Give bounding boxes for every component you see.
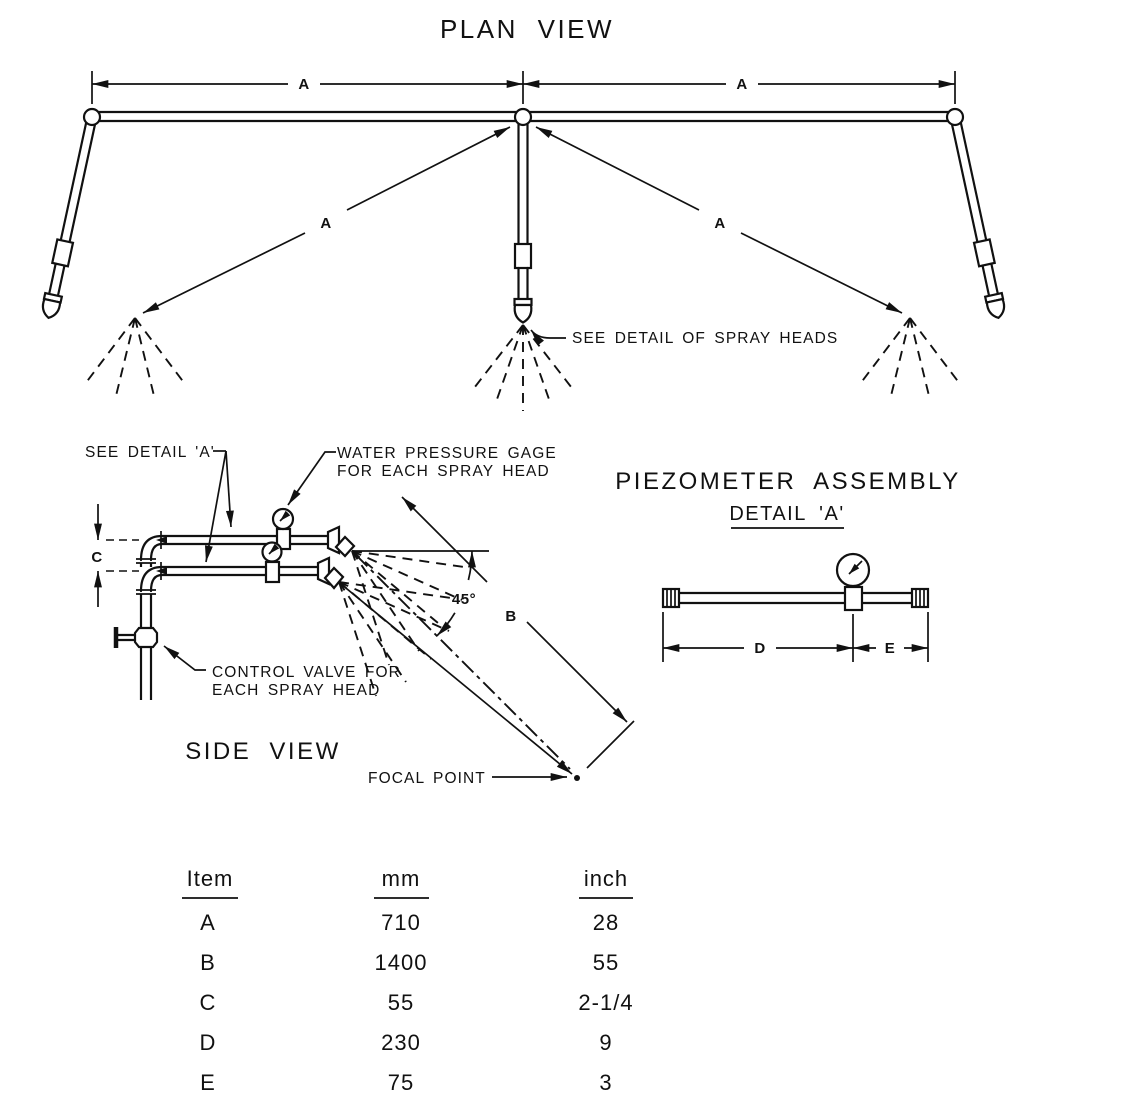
spray-geometry: B 45°: [338, 496, 635, 781]
gage-note-line1: WATER PRESSURE GAGE: [337, 445, 557, 462]
dim-d-e-group: D E: [662, 612, 929, 662]
detail-ref-note-text: SEE DETAIL 'A': [85, 444, 215, 461]
table-row: E 75 3: [200, 1070, 612, 1095]
side-spray-head-lower: [316, 556, 345, 590]
gage-note: WATER PRESSURE GAGE FOR EACH SPRAY HEAD: [287, 445, 557, 506]
cell-inch: 2-1/4: [578, 990, 633, 1015]
spray-head-note-text: SEE DETAIL OF SPRAY HEADS: [572, 330, 838, 347]
table-header-inch: inch: [584, 866, 628, 891]
cell-item: E: [200, 1070, 216, 1095]
cell-inch: 55: [593, 950, 619, 975]
table-row: C 55 2-1/4: [200, 990, 633, 1015]
dim-a-top-right: A: [736, 76, 747, 93]
tee-joint-left: [82, 107, 102, 127]
cell-mm: 230: [381, 1030, 421, 1055]
spray-head-note: SEE DETAIL OF SPRAY HEADS: [530, 329, 838, 347]
spray-fan-left: [84, 317, 186, 401]
pressure-gage-lower: [261, 541, 283, 584]
spray-arm-right: [947, 120, 1008, 321]
angle-45-label: 45°: [452, 591, 476, 608]
spray-arm-center: [513, 122, 533, 324]
plan-top-dimension: A A: [91, 71, 956, 104]
table-row: D 230 9: [200, 1030, 612, 1055]
table-header-item: Item: [187, 866, 234, 891]
control-valve: [113, 626, 159, 649]
cell-item: C: [200, 990, 217, 1015]
valve-note-line1: CONTROL VALVE FOR: [212, 664, 401, 681]
tee-joint-right: [945, 107, 965, 127]
dimension-table: Item mm inch A 710 28 B 1400 55 C 55 2-1…: [182, 866, 633, 1095]
side-view-title: SIDE VIEW: [185, 738, 341, 765]
side-view: SEE DETAIL 'A' WATER PRESSURE GAGE FOR E…: [85, 444, 635, 787]
piezometer-detail: PIEZOMETER ASSEMBLY DETAIL 'A': [615, 468, 960, 662]
dim-b-label: B: [505, 608, 516, 625]
cell-inch: 28: [593, 910, 619, 935]
dim-a-diag-right: A: [714, 215, 725, 232]
piezometer-pipe: [661, 587, 930, 609]
plan-view: PLAN VIEW A A: [39, 14, 1008, 412]
table-header-mm: mm: [382, 866, 421, 891]
gage-note-line2: FOR EACH SPRAY HEAD: [337, 463, 550, 480]
cell-mm: 710: [381, 910, 421, 935]
dim-e-label: E: [885, 640, 896, 657]
plan-view-title: PLAN VIEW: [440, 14, 614, 44]
dim-a-top-left: A: [298, 76, 309, 93]
dim-a-diag-left: A: [320, 215, 331, 232]
cell-mm: 1400: [375, 950, 428, 975]
dim-d-label: D: [754, 640, 765, 657]
piezometer-gage: [835, 552, 871, 612]
cell-inch: 9: [599, 1030, 612, 1055]
cell-item: D: [200, 1030, 217, 1055]
cell-mm: 75: [388, 1070, 414, 1095]
dim-c-group: C: [91, 504, 139, 607]
tee-joint-center: [513, 107, 533, 127]
cell-item: B: [200, 950, 216, 975]
dim-c-label: C: [91, 549, 102, 566]
table-row: B 1400 55: [200, 950, 619, 975]
side-view-piping: [136, 531, 328, 700]
valve-note-line2: EACH SPRAY HEAD: [212, 682, 380, 699]
focal-point-dot: [574, 775, 580, 781]
cell-mm: 55: [388, 990, 414, 1015]
focal-point-text: FOCAL POINT: [368, 770, 486, 787]
side-spray-head-upper: [326, 525, 356, 558]
spray-arm-left: [39, 120, 100, 321]
piezometer-title: PIEZOMETER ASSEMBLY: [615, 468, 960, 495]
spray-fan-right: [859, 317, 961, 401]
cell-item: A: [200, 910, 216, 935]
pressure-gage-upper: [271, 507, 295, 551]
focal-point-note: FOCAL POINT: [368, 770, 567, 787]
piezometer-subtitle: DETAIL 'A': [729, 503, 844, 525]
valve-note: CONTROL VALVE FOR EACH SPRAY HEAD: [163, 645, 401, 699]
table-row: A 710 28: [200, 910, 619, 935]
plan-diagonal-dimension-left: A: [142, 126, 511, 314]
plan-diagonal-dimension-right: A: [535, 126, 903, 314]
cell-inch: 3: [599, 1070, 612, 1095]
